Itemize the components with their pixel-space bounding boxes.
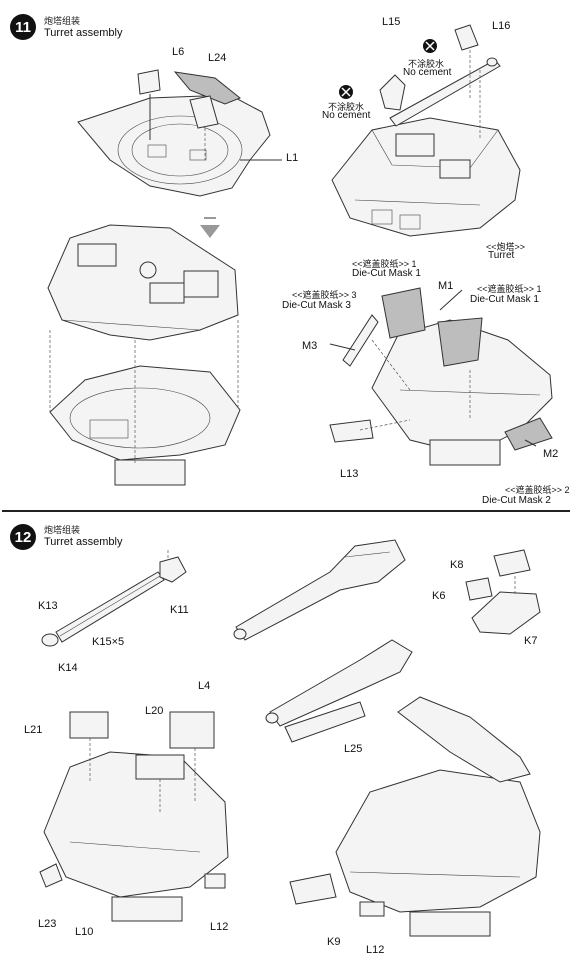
- part-label-L24: L24: [208, 52, 227, 64]
- part-label-L20: L20: [145, 705, 164, 717]
- part-label-M2: M2: [543, 448, 559, 460]
- part-L13-shape: [329, 419, 374, 443]
- gun-assembly-mid: [269, 639, 413, 727]
- part-K9-shape: [289, 873, 337, 905]
- part-label-L16: L16: [492, 20, 511, 32]
- part-L15b-shape: [454, 24, 479, 51]
- down-arrow-icon: [200, 217, 220, 238]
- mask-3-note-en: Die-Cut Mask 3: [282, 300, 351, 311]
- part-label-L21: L21: [24, 724, 43, 736]
- part-label-L12: L12: [210, 921, 229, 933]
- step-title-en: Turret assembly: [44, 27, 123, 39]
- part-label-L25: L25: [344, 743, 363, 755]
- part-label-K8: K8: [450, 559, 464, 571]
- turret-base-plate: [77, 94, 271, 197]
- part-K13-shape: [41, 633, 59, 647]
- gatling-barrels-K15: [55, 571, 165, 643]
- part-label-K14: K14: [58, 662, 78, 674]
- part-label-K9: K9: [327, 936, 341, 948]
- step-title-cn: 炮塔组装: [44, 525, 81, 535]
- part-label-M3: M3: [302, 340, 318, 352]
- part-K6-shape: [465, 577, 493, 601]
- part-K11-shape: [159, 556, 187, 583]
- part-L15a-shape: [379, 74, 406, 111]
- part-label-K15: K15×5: [92, 636, 125, 648]
- part-label-L4: L4: [198, 680, 211, 692]
- step-title-en: Turret assembly: [44, 536, 123, 548]
- part-label-K6: K6: [432, 590, 446, 602]
- part-K7-shape: [471, 591, 541, 635]
- step-divider: [2, 510, 570, 512]
- no-cement-note-en: No cement: [322, 110, 371, 121]
- turret-note-en: Turret: [488, 250, 515, 261]
- mask-2-note-en: Die-Cut Mask 2: [482, 495, 551, 506]
- turret-note-cn: <<炮塔>>: [486, 242, 526, 252]
- part-L4-shape: [169, 711, 215, 749]
- part-K8-shape: [493, 549, 531, 577]
- turret-upper-right: [331, 117, 521, 237]
- part-label-L12-right: L12: [366, 944, 385, 956]
- step-12: 12 炮塔组装 Turret assembly: [0, 512, 572, 968]
- mask-1-note-cn: <<遮盖胶纸>> 1: [352, 259, 417, 269]
- step-title-cn: 炮塔组装: [44, 16, 81, 26]
- no-cement-note-cn: 不涂胶水: [328, 102, 365, 112]
- part-label-K7: K7: [524, 635, 538, 647]
- mask-3-note-cn: <<遮盖胶纸>> 3: [292, 290, 357, 300]
- part-L16-shape: [389, 59, 501, 127]
- mask-2-note-cn: <<遮盖胶纸>> 2: [505, 485, 570, 495]
- part-M1-mask-shape: [381, 287, 426, 339]
- no-cement-note-en: No cement: [403, 67, 452, 78]
- part-label-K13: K13: [38, 600, 58, 612]
- turret-base-lower: [49, 365, 241, 461]
- step-number-badge: 12: [10, 524, 36, 550]
- step-11: 11 炮塔组装 Turret assembly: [10, 14, 570, 506]
- turret-assembly-diagram-11: [47, 24, 553, 486]
- part-label-L6: L6: [172, 46, 185, 58]
- part-M3-mask-shape: [342, 314, 379, 367]
- part-M1-mask-shape-b: [437, 317, 483, 367]
- gun-mounted-right: [397, 696, 531, 783]
- step-number-badge: 11: [10, 14, 36, 40]
- part-L6-shape: [137, 69, 161, 95]
- part-label-L13: L13: [340, 468, 359, 480]
- part-label-L15: L15: [382, 16, 401, 28]
- part-L21-shape: [69, 711, 109, 739]
- no-glue-icon: [339, 85, 353, 99]
- part-label-L10: L10: [75, 926, 94, 938]
- mask-1-note-cn-b: <<遮盖胶纸>> 1: [477, 284, 542, 294]
- part-L24-shape: [173, 71, 241, 105]
- gun-assembly-top: [235, 539, 406, 641]
- no-glue-icon: [423, 39, 437, 53]
- part-label-K11: K11: [170, 604, 189, 616]
- part-L20-shape: [135, 754, 185, 780]
- part-label-M1: M1: [438, 280, 454, 292]
- part-label-L23: L23: [38, 918, 57, 930]
- part-L25-shape: [284, 701, 366, 743]
- no-cement-note-cn: 不涂胶水: [408, 59, 445, 69]
- part-label-L1: L1: [286, 152, 299, 164]
- turret-lower-right: [335, 769, 541, 913]
- turret-assembly-diagram-12: [39, 539, 541, 937]
- part-M2-mask-shape: [504, 417, 553, 451]
- mask-1-note-en: Die-Cut Mask 1: [352, 268, 421, 279]
- mask-1-note-en-b: Die-Cut Mask 1: [470, 294, 539, 305]
